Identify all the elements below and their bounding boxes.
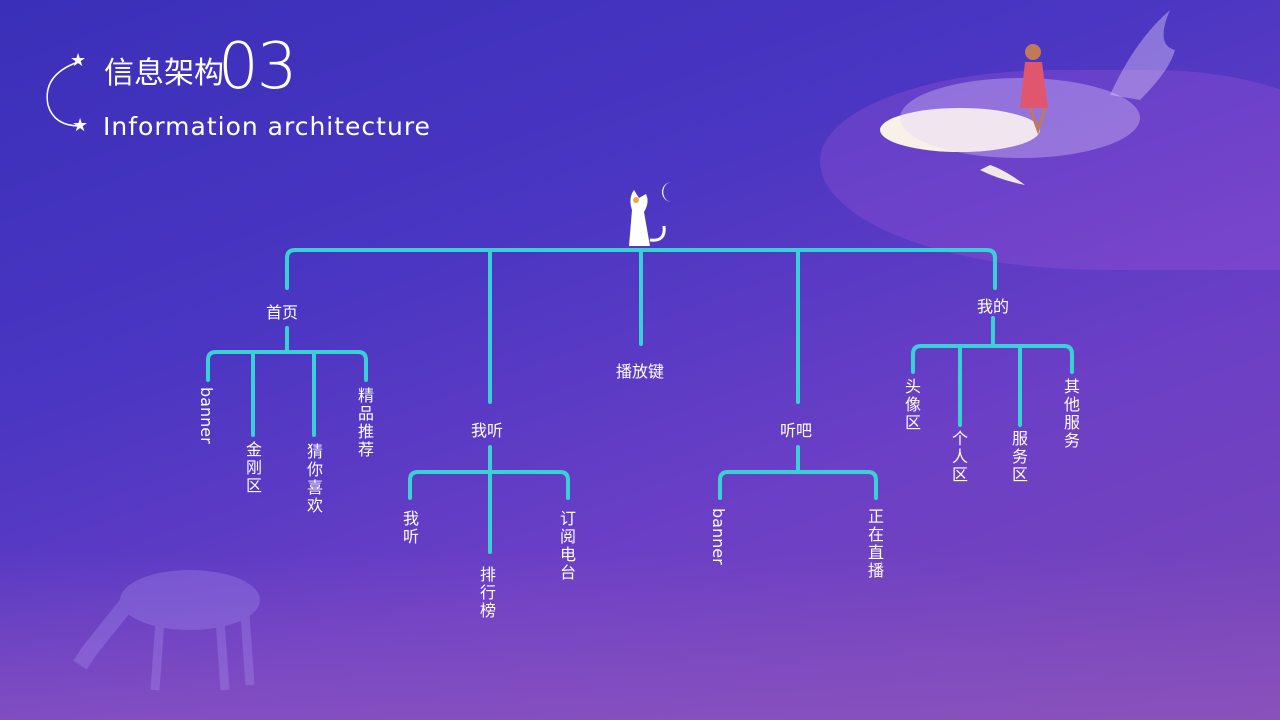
title-english: Information architecture xyxy=(103,112,431,141)
node-mine: 我的 xyxy=(977,297,1010,316)
whale-illustration xyxy=(880,10,1175,185)
background-fog xyxy=(0,550,1280,720)
deer-illustration xyxy=(73,570,260,691)
leaf-home-guess: 猜你喜欢 xyxy=(306,442,323,515)
node-listen: 我听 xyxy=(471,421,504,440)
leaf-mine-avatar: 头像区 xyxy=(904,377,921,432)
star-icon: ★ xyxy=(70,50,87,71)
leaf-home-kingkong: 金刚区 xyxy=(245,440,262,495)
leaf-bar-banner: banner xyxy=(709,508,728,565)
node-home: 首页 xyxy=(266,303,299,322)
star-icon: ★ xyxy=(72,115,89,136)
leaf-home-banner: banner xyxy=(197,387,216,444)
leaf-listen-subscribe: 订阅电台 xyxy=(559,509,576,582)
leaf-listen-rank: 排行榜 xyxy=(479,565,496,620)
leaf-bar-live: 正在直播 xyxy=(867,507,884,580)
section-number: 03 xyxy=(218,30,297,104)
node-play-key: 播放键 xyxy=(616,362,665,381)
leaf-listen-mine: 我听 xyxy=(402,509,419,546)
node-listen-bar: 听吧 xyxy=(780,421,813,440)
leaf-mine-personal: 个人区 xyxy=(951,429,968,484)
leaf-mine-other: 其他服务 xyxy=(1063,377,1080,450)
orbit-arc xyxy=(46,61,81,127)
leaf-mine-service: 服务区 xyxy=(1011,429,1028,484)
title-chinese: 信息架构 xyxy=(104,56,224,91)
cat-illustration xyxy=(629,190,666,246)
leaf-home-premium: 精品推荐 xyxy=(357,386,374,459)
